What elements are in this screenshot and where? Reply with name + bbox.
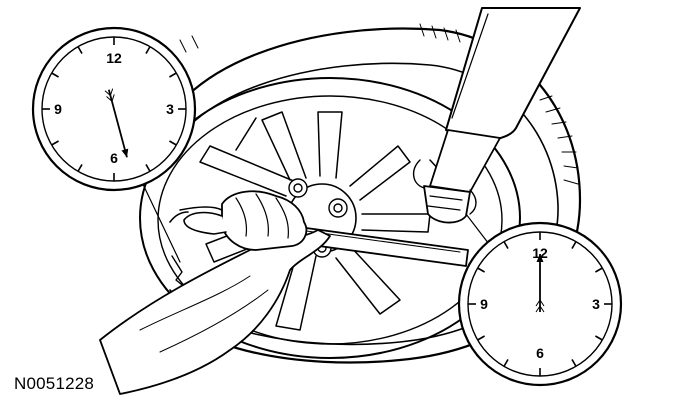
clock-right-ticks xyxy=(468,232,612,376)
clock-left-label-3: 3 xyxy=(166,101,174,117)
dial-tick xyxy=(169,140,177,146)
clock-right-label-3: 3 xyxy=(592,296,600,312)
clock-right-label-6: 6 xyxy=(536,345,544,361)
clock-left-ticks xyxy=(42,37,186,181)
clock-left-label-9: 9 xyxy=(54,101,62,117)
clock-left-hand xyxy=(104,88,129,158)
dial-tick xyxy=(571,359,577,367)
hand-and-arm xyxy=(99,190,469,395)
dial-tick xyxy=(595,335,603,341)
tool-socket xyxy=(423,185,471,224)
dial-tick xyxy=(477,335,485,341)
wheel-rim-inner xyxy=(157,95,503,345)
tire-tread-right xyxy=(539,95,579,185)
torque-tool xyxy=(413,7,581,224)
wheel-rim-outer xyxy=(139,77,521,359)
figure-code: N0051228 xyxy=(14,374,95,393)
dial-tick xyxy=(77,164,83,172)
dial-tick xyxy=(503,359,509,367)
clock-right: 12 3 6 9 xyxy=(457,213,623,387)
tool-extension xyxy=(429,129,501,193)
clock-left-label-12: 12 xyxy=(106,50,122,66)
clock-right-hand xyxy=(535,254,545,313)
dial-tick xyxy=(145,46,151,54)
clock-left-label-6: 6 xyxy=(110,150,118,166)
valve-stem xyxy=(171,255,187,289)
tire-and-wheel xyxy=(139,23,582,364)
tool-shaft-outer xyxy=(445,7,581,142)
arm xyxy=(99,229,331,395)
tire-outer-edge xyxy=(148,27,582,364)
clock-left: 12 3 6 9 xyxy=(31,26,197,263)
clock-right-label-9: 9 xyxy=(480,296,488,312)
hand xyxy=(221,190,308,251)
dial-tick xyxy=(503,241,509,249)
clock-right-label-12: 12 xyxy=(532,245,548,261)
tire-tread xyxy=(179,23,461,53)
dial-tick xyxy=(77,46,83,54)
dial-tick xyxy=(571,241,577,249)
dial-tick xyxy=(595,267,603,273)
dial-tick xyxy=(477,267,485,273)
dial-tick xyxy=(169,72,177,78)
dial-tick xyxy=(145,164,151,172)
clock-left-leader xyxy=(139,177,181,263)
dial-tick xyxy=(51,140,59,146)
dial-tick xyxy=(51,72,59,78)
